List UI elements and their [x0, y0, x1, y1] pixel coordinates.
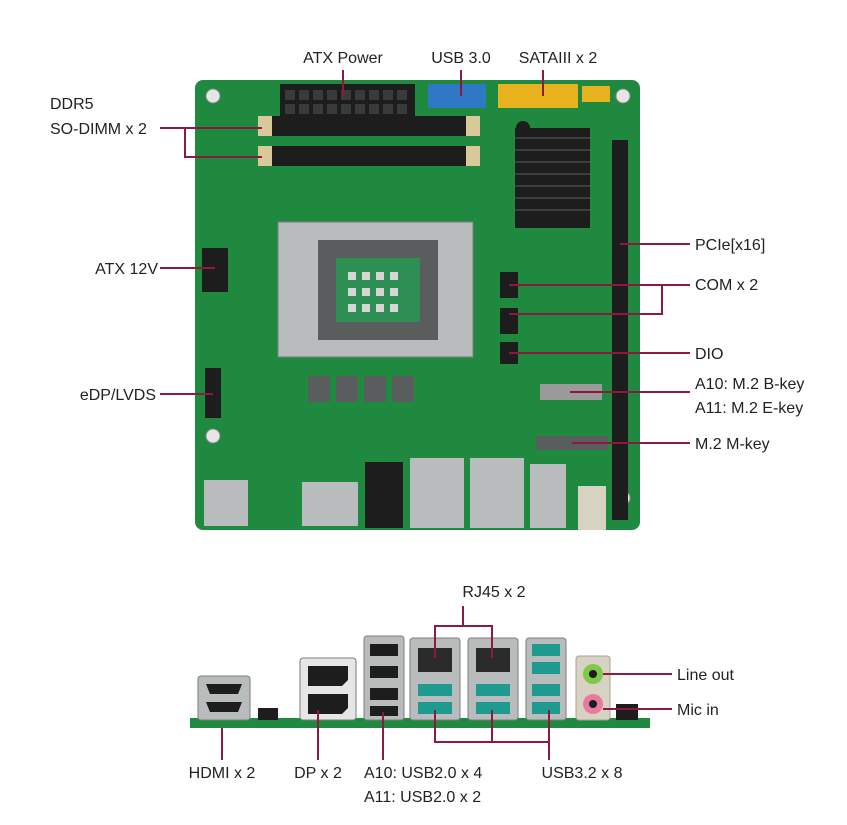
- callout-ddr5: [160, 127, 262, 158]
- board-audio-jack: [578, 486, 606, 530]
- io-lan-usb-stack-1: [409, 637, 461, 721]
- com-header-2: [500, 308, 518, 334]
- io-small-component: [258, 708, 278, 720]
- callout-com: [509, 284, 663, 315]
- label-a10-usb: A10: USB2.0 x 4: [364, 765, 482, 782]
- top-callout-lines: [160, 70, 690, 444]
- io-dp-stack: [299, 657, 357, 721]
- board-dp-port: [302, 482, 358, 526]
- label-usb32: USB3.2 x 8: [542, 765, 623, 782]
- label-m2m: M.2 M-key: [695, 436, 770, 453]
- label-atx12v: ATX 12V: [95, 261, 158, 278]
- label-a11-m2: A11: M.2 E-key: [695, 400, 803, 417]
- label-ddr5-line2: SO-DIMM x 2: [50, 121, 147, 138]
- label-sata: SATAIII x 2: [519, 50, 598, 67]
- callout-rj45: [434, 625, 493, 658]
- chipset-heatsink: [515, 128, 590, 228]
- label-edp: eDP/LVDS: [80, 387, 156, 404]
- label-com: COM x 2: [695, 277, 758, 294]
- io-usb32-quad-stack: [525, 637, 567, 721]
- board-rj45-2: [470, 458, 524, 528]
- usb30-header: [428, 84, 486, 108]
- atx12v-connector: [202, 248, 228, 292]
- label-a10-m2: A10: M.2 B-key: [695, 376, 804, 393]
- label-atx-power: ATX Power: [303, 50, 383, 67]
- label-usb30: USB 3.0: [431, 50, 491, 67]
- label-pcie: PCIe[x16]: [695, 237, 765, 254]
- sodimm-slot-2: [258, 146, 480, 166]
- label-rj45: RJ45 x 2: [462, 584, 525, 601]
- board-usb32-stack: [530, 464, 566, 528]
- io-hdmi-stack: [197, 675, 251, 721]
- vrm-choke: [392, 376, 414, 402]
- rear-io-view: [190, 635, 650, 728]
- header-yellow: [582, 86, 610, 102]
- label-ddr5-line1: DDR5: [50, 96, 94, 113]
- io-pcb-strip: [190, 718, 650, 728]
- label-a11-usb: A11: USB2.0 x 2: [364, 789, 481, 806]
- board-hdmi-port: [204, 480, 248, 526]
- pcie-x16-slot: [612, 140, 628, 520]
- sodimm-slot-1: [258, 116, 480, 136]
- board-usb-stack: [365, 462, 403, 528]
- label-dio: DIO: [695, 346, 723, 363]
- label-hdmi: HDMI x 2: [189, 765, 256, 782]
- label-lineout: Line out: [677, 667, 734, 684]
- label-micin: Mic in: [677, 702, 719, 719]
- sata-connector: [498, 84, 578, 108]
- io-usb2-stack: [363, 635, 405, 721]
- board-rj45-1: [410, 458, 464, 528]
- mounting-hole: [205, 428, 221, 444]
- motherboard-top-view: [195, 80, 640, 530]
- vrm-choke: [364, 376, 386, 402]
- mounting-hole: [205, 88, 221, 104]
- mounting-hole: [615, 88, 631, 104]
- io-small-component: [616, 704, 638, 720]
- label-dp: DP x 2: [294, 765, 342, 782]
- io-audio-stack: [575, 655, 611, 721]
- io-callout-lines: [221, 606, 672, 760]
- vrm-choke: [308, 376, 330, 402]
- vrm-choke: [336, 376, 358, 402]
